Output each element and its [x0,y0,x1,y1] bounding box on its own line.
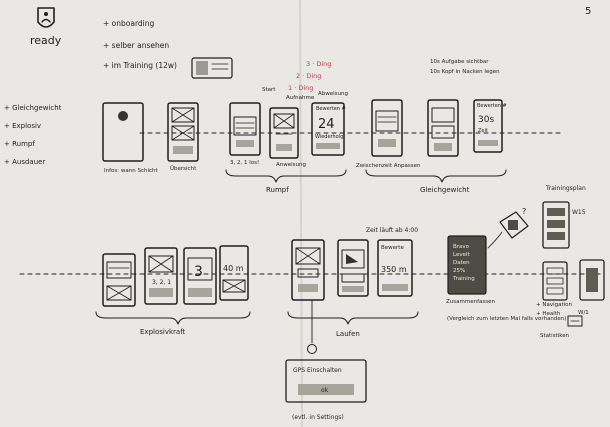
group-laufen: Laufen [336,330,360,338]
annot-aufgabe: 10s Aufgabe sichtbar [430,59,489,65]
note-trainingsplan: Trainingsplan [545,185,586,192]
brace-laufen [287,311,419,325]
annot-zwischenzeit: Zwischenzeit Anpassen [356,163,421,169]
brace-rumpf [225,169,347,183]
row2-screen2-countdown: 3, 2, 1 [152,279,171,286]
row1-screen-3 [229,102,261,156]
screen5-wiederholg: Wiederholg [315,134,343,140]
row1-screen-7 [427,99,459,157]
annot-abweisung: Abweisung [318,91,348,97]
note-ausdauer: + Ausdauer [4,158,45,166]
group-gleichgewicht: Gleichgewicht [420,186,470,194]
row2-screen6-arrow-icon [346,254,358,264]
label-infos: Infos: wann Schicht [104,168,159,174]
group-explosivkraft: Explosivkraft [140,328,186,336]
group-rumpf: Rumpf [266,186,289,194]
row2-screen-6 [337,239,369,297]
annot-zeit-laeuft: Zeit läuft ab 4:00 [366,227,418,234]
summary-text-4: 25% [453,268,465,274]
row1-screen-2 [167,102,199,162]
row2-screen3-number: 3 [194,264,203,280]
note-rumpf: + Rumpf [4,140,35,148]
summary-text-5: Training [452,276,475,282]
stats-tab-icon [567,315,583,327]
note-navigation: + Navigation [536,302,573,308]
row2-summary-screen [447,235,487,295]
statistics-screen-2 [579,259,605,301]
note-im-training: + im Training (12w) [103,61,177,70]
label-zusammenfassen: Zusammenfassen [446,299,495,305]
note-gleichgewicht: + Gleichgewicht [4,104,62,112]
annot-start: Start [262,87,276,93]
screen8-seconds: 30s [478,115,494,125]
note-vergleich: (Vergleich zum letzten Mal falls vorhand… [447,316,566,322]
screen5-count: 24 [318,117,335,132]
red-note-2: 2 · Ding [296,72,321,80]
row2-screen-5 [291,239,325,301]
trainingsplan-screen [542,201,570,249]
gps-dialog-title: GPS Einschalten [293,367,342,374]
label-anweisung: Anweisung [276,162,306,168]
row2-question-screen [499,211,529,239]
note-w1: W/1 [578,310,589,316]
label-uebersicht: Übersicht [170,165,197,172]
row1-screen-6 [371,99,403,157]
red-note-1: 1 · Ding [288,84,313,92]
annot-kopf: 10s Kopf in Nacken legen [430,69,500,75]
screen8-zeit: Zeit [478,128,488,134]
brand-name: ready [30,34,62,47]
gps-ok-button: ok [321,387,329,394]
row2-screen-7 [377,239,413,297]
row1-screen-4 [269,107,299,159]
row1-screen-1 [102,102,144,162]
note-settings: (evtl. in Settings) [292,414,344,421]
note-health: + Health [536,311,561,317]
label-321-los: 3, 2, 1 los! [230,160,259,166]
row2-screen7-distance: 350 m [381,265,407,274]
statistics-screen-1 [542,261,568,301]
row2-screen4-distance: 40 m [223,264,244,273]
summary-text-1: Bravo [453,244,470,250]
note-selber-ansehen: + selber ansehen [103,41,169,50]
note-w15: W15 [572,209,586,216]
screen8-bewerten: Bewerten # [477,103,507,109]
row2-screen-2 [144,247,178,305]
row2-screen-4 [219,245,249,301]
brace-gleichgewicht [365,169,507,183]
screen8-button [478,140,498,146]
landscape-phone-sketch [191,57,233,79]
row2-screen7-bewerte: Bewerte [381,245,404,251]
paper-fold [299,0,303,427]
row2-screen-1 [102,253,136,307]
screen5-bewerten: Bewerten # [316,106,346,112]
screen5-button [316,143,340,149]
row2-screen-3 [183,247,217,305]
note-question-mark: ? [522,207,526,216]
summary-text-3: Daten [453,260,470,266]
note-statistiken: Statistiken [540,333,570,339]
ready-logo-icon [37,7,55,28]
row1-screen-5 [311,102,345,156]
brace-explosivkraft [95,311,251,325]
note-onboarding: + onboarding [103,19,155,28]
red-note-3: 3 · Ding [306,60,331,68]
note-explosiv: + Explosiv [4,122,41,130]
arrow-to-question [487,231,503,249]
page-number: 5 [585,6,591,17]
gps-dialog [285,359,367,403]
summary-text-2: Levelt [453,252,471,258]
gps-branch-node [307,344,317,354]
annot-aufnahme: Aufnahme [286,95,315,101]
row1-screen-8 [473,99,503,153]
